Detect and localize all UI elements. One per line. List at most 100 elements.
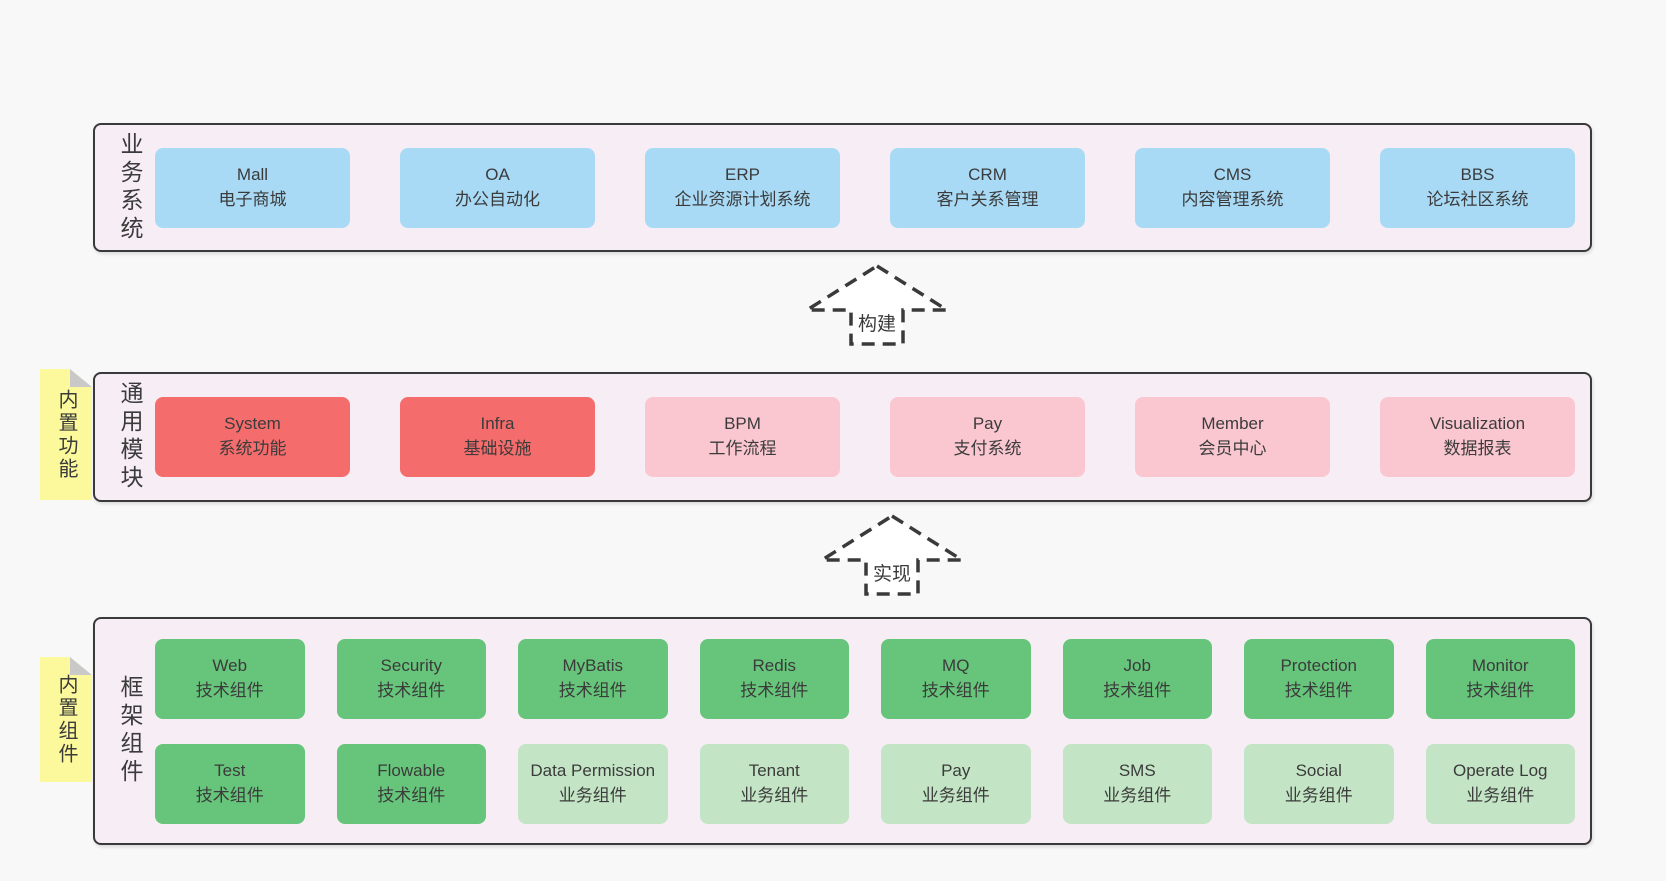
diagram-box-member: Member 会员中心: [1135, 397, 1330, 477]
box-title: Visualization: [1429, 414, 1526, 434]
box-description: 业务组件: [740, 785, 809, 805]
box-title: Protection: [1280, 655, 1358, 675]
box-description: 业务组件: [1103, 785, 1172, 805]
box-title: OA: [485, 164, 510, 184]
diagram-box-erp: ERP 企业资源计划系统: [645, 147, 840, 228]
box-description: 会员中心: [1198, 439, 1267, 458]
diagram-box-web: Web 技术组件: [155, 638, 305, 719]
diagram-box-flowable: Flowable 技术组件: [336, 743, 486, 824]
box-title: System: [224, 414, 281, 434]
box-description: 技术组件: [740, 680, 809, 700]
modules-box-grid: System 系统功能 Infra 基础设施 BPM 工作流程 Pay 支付系统 Member 会…: [155, 397, 1575, 477]
diagram-box-pay: Pay 业务组件: [881, 743, 1031, 824]
box-description: 技术组件: [377, 680, 446, 700]
box-description: 业务组件: [558, 785, 627, 805]
box-description: 技术组件: [921, 680, 990, 700]
box-description: 技术组件: [558, 680, 627, 700]
arrow-implement-label: 实现: [870, 558, 914, 587]
dashed-up-arrow-icon: [800, 263, 954, 346]
box-title: Infra: [480, 414, 515, 434]
box-description: 基础设施: [463, 439, 532, 458]
box-title: Operate Log: [1452, 760, 1548, 780]
sticky-note-builtin-features: 内置功能: [40, 369, 92, 500]
box-description: 技术组件: [1103, 680, 1172, 700]
box-description: 数据报表: [1443, 439, 1512, 458]
diagram-box-pay: Pay 支付系统: [890, 397, 1085, 477]
box-title: Security: [380, 655, 442, 675]
diagram-box-mall: Mall 电子商城: [155, 147, 350, 228]
note-builtin-components-label: 内置组件: [55, 673, 77, 766]
box-title: CRM: [968, 164, 1007, 184]
arrow-up-implement: 实现: [815, 513, 969, 596]
box-description: 支付系统: [953, 439, 1022, 458]
box-description: 工作流程: [708, 439, 777, 458]
box-description: 系统功能: [218, 439, 287, 458]
note-builtin-features-label: 内置功能: [55, 388, 77, 481]
box-title: ERP: [725, 164, 760, 184]
diagram-box-system: System 系统功能: [155, 397, 350, 477]
diagram-box-sms: SMS 业务组件: [1062, 743, 1212, 824]
box-description: 技术组件: [195, 785, 264, 805]
note-fold-corner-icon: [70, 657, 92, 675]
diagram-box-mq: MQ 技术组件: [881, 638, 1031, 719]
diagram-box-crm: CRM 客户关系管理: [890, 147, 1085, 228]
diagram-box-visualization: Visualization 数据报表: [1380, 397, 1575, 477]
section-common-modules: 通用模块 System 系统功能 Infra 基础设施 BPM 工作流程 Pay 支付系统 Me…: [93, 372, 1592, 502]
box-title: Redis: [752, 655, 796, 675]
diagram-box-redis: Redis 技术组件: [699, 638, 849, 719]
box-title: Flowable: [377, 760, 446, 780]
box-title: Member: [1201, 414, 1264, 434]
diagram-box-mybatis: MyBatis 技术组件: [518, 638, 668, 719]
box-description: 内容管理系统: [1181, 189, 1284, 209]
diagram-box-operate-log: Operate Log 业务组件: [1425, 743, 1575, 824]
box-description: 技术组件: [377, 785, 446, 805]
diagram-box-bpm: BPM 工作流程: [645, 397, 840, 477]
box-title: Pay: [972, 414, 1003, 434]
arrow-up-build: 构建: [800, 263, 954, 346]
box-description: 业务组件: [921, 785, 990, 805]
box-title: Tenant: [748, 760, 800, 780]
box-title: MQ: [942, 655, 970, 675]
box-description: 电子商城: [218, 189, 287, 209]
box-title: Test: [214, 760, 246, 780]
box-description: 技术组件: [195, 680, 264, 700]
note-fold-corner-icon: [70, 369, 92, 387]
diagram-box-security: Security 技术组件: [336, 638, 486, 719]
section-modules-label: 通用模块: [117, 381, 143, 493]
box-title: Data Permission: [530, 760, 656, 780]
box-title: CMS: [1213, 164, 1252, 184]
box-title: MyBatis: [562, 655, 623, 675]
box-description: 技术组件: [1466, 680, 1535, 700]
box-description: 论坛社区系统: [1426, 189, 1529, 209]
box-title: Web: [212, 655, 248, 675]
box-title: Pay: [941, 760, 971, 780]
section-components-label: 框架组件: [117, 675, 143, 787]
box-title: Monitor: [1471, 655, 1529, 675]
sticky-note-builtin-components: 内置组件: [40, 657, 92, 782]
box-title: SMS: [1118, 760, 1156, 780]
diagram-box-cms: CMS 内容管理系统: [1135, 147, 1330, 228]
box-title: Mall: [236, 164, 269, 184]
box-description: 业务组件: [1466, 785, 1535, 805]
diagram-box-data-permission: Data Permission 业务组件: [518, 743, 668, 824]
diagram-box-infra: Infra 基础设施: [400, 397, 595, 477]
diagram-box-test: Test 技术组件: [155, 743, 305, 824]
box-description: 企业资源计划系统: [674, 189, 811, 209]
box-description: 客户关系管理: [936, 189, 1039, 209]
dashed-up-arrow-icon: [815, 513, 969, 596]
arrow-build-label: 构建: [855, 308, 899, 337]
diagram-box-tenant: Tenant 业务组件: [699, 743, 849, 824]
box-title: BPM: [724, 414, 761, 434]
diagram-box-monitor: Monitor 技术组件: [1425, 638, 1575, 719]
